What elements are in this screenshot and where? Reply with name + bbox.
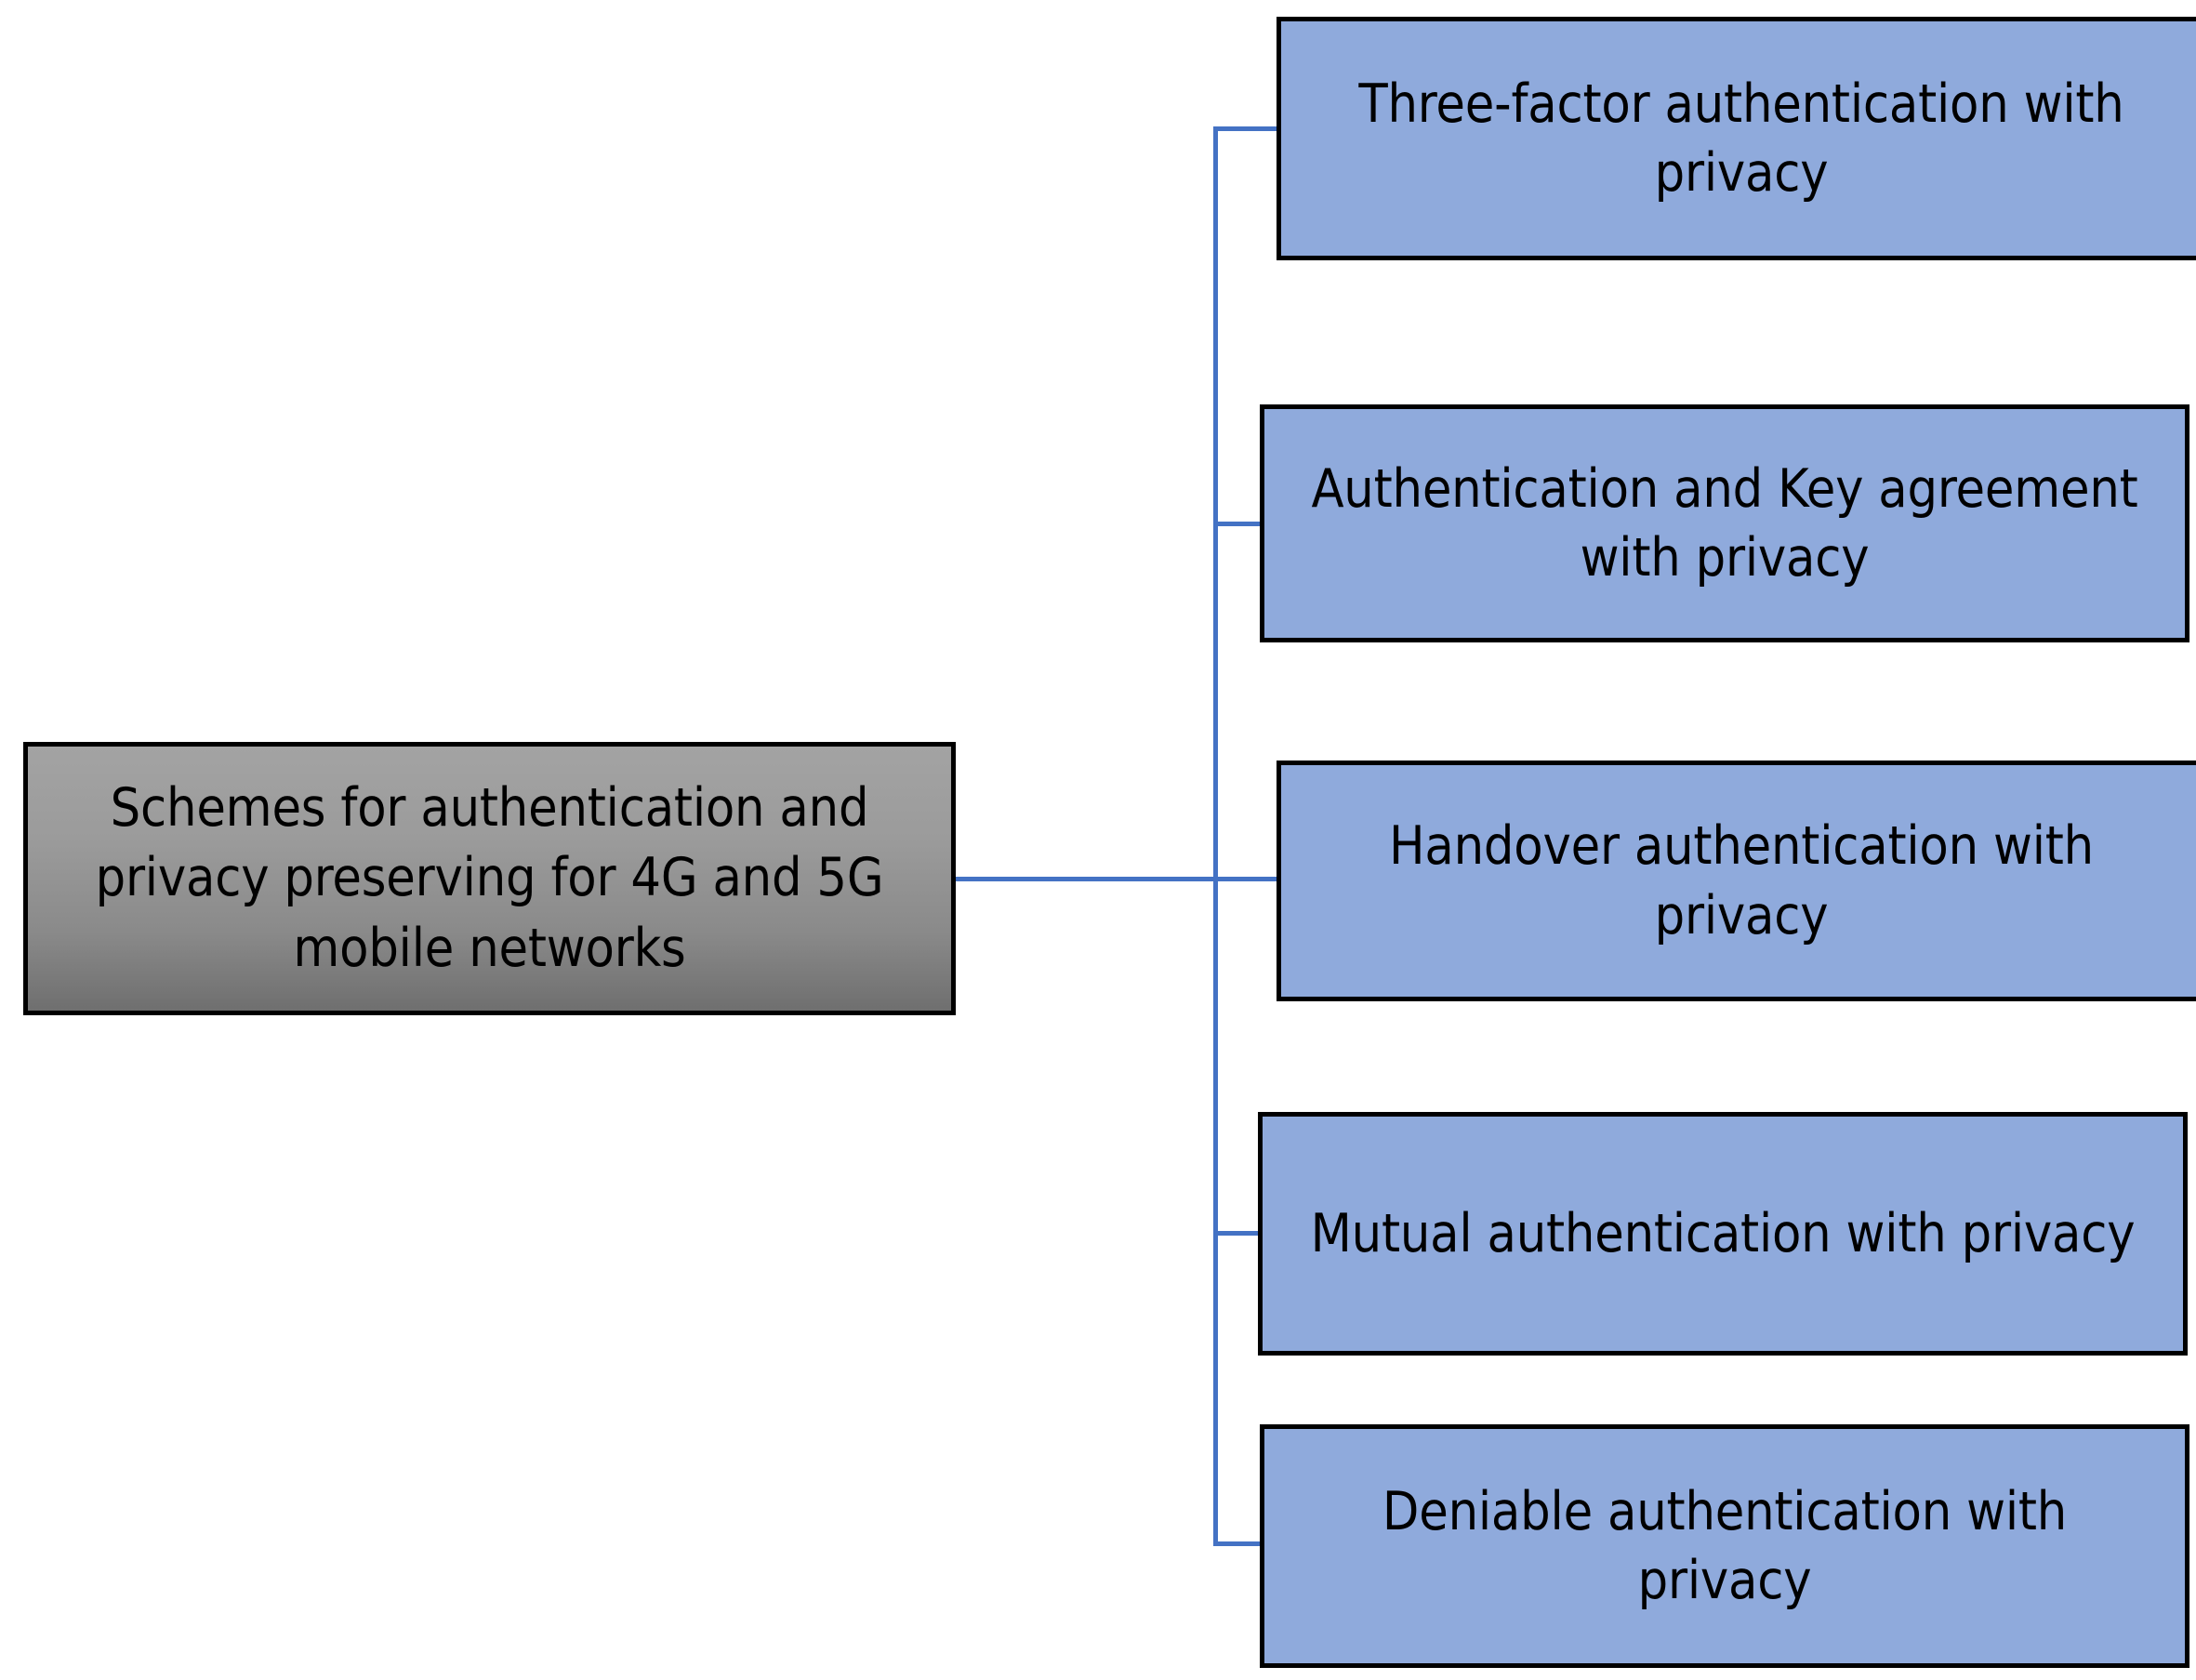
connector-branch-key-agreement [1213, 522, 1263, 526]
connector-branch-three-factor [1213, 126, 1280, 131]
connector-root-stem [956, 877, 1279, 881]
connector-branch-deniable [1213, 1541, 1263, 1546]
connector-branch-mutual [1213, 1231, 1262, 1236]
connector-branch-handover [1213, 877, 1280, 881]
root-node: Schemes for authentication and privacy p… [23, 742, 956, 1015]
child-node-deniable: Deniable authentication with privacy [1260, 1424, 2189, 1668]
child-node-label: Three-factor authentication with privacy [1358, 73, 2124, 204]
child-node-label: Deniable authentication with privacy [1382, 1480, 2068, 1611]
connector-vertical-trunk [1213, 126, 1218, 1546]
child-node-label: Authentication and Key agreement with pr… [1311, 457, 2138, 589]
child-node-handover: Handover authentication with privacy [1277, 761, 2196, 1001]
root-node-label: Schemes for authentication and privacy p… [95, 777, 884, 979]
child-node-key-agreement: Authentication and Key agreement with pr… [1260, 404, 2189, 642]
child-node-label: Handover authentication with privacy [1389, 815, 2094, 946]
child-node-three-factor: Three-factor authentication with privacy [1277, 17, 2196, 260]
child-node-mutual: Mutual authentication with privacy [1258, 1112, 2188, 1356]
child-node-label: Mutual authentication with privacy [1310, 1202, 2136, 1264]
